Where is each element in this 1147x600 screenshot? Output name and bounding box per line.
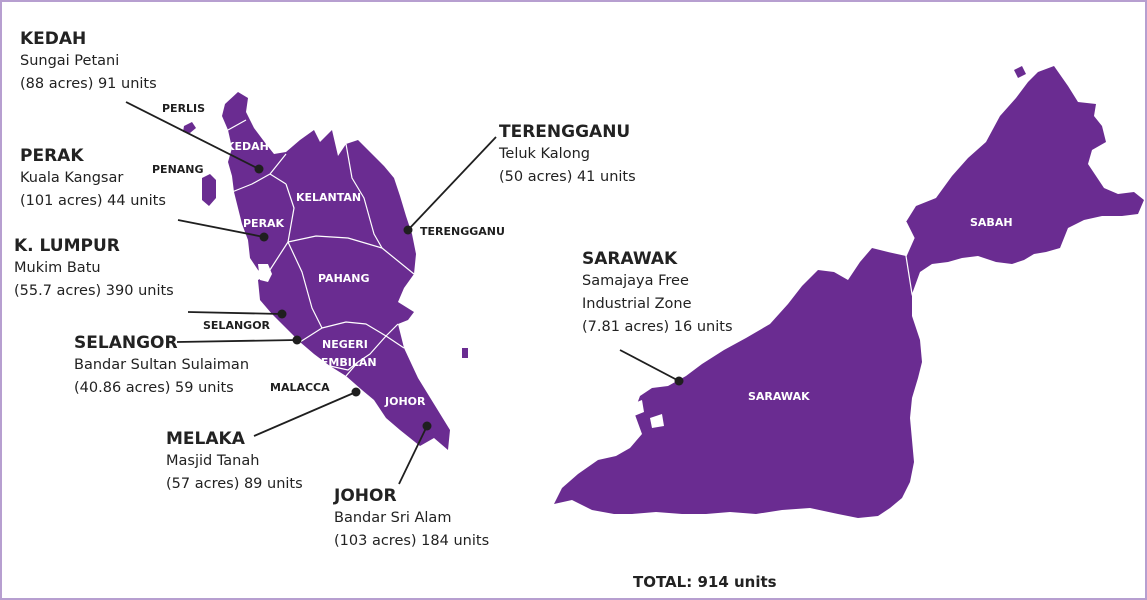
label-perak: PERAK xyxy=(243,217,285,230)
lumut-inlet xyxy=(258,264,272,282)
border-negeri-johor xyxy=(357,335,405,363)
label-sarawak: SARAWAK xyxy=(748,390,810,403)
callout-state: MELAKA xyxy=(166,429,245,449)
leader-perak xyxy=(177,219,265,238)
leader-johor xyxy=(398,425,428,485)
border-malacca-johor xyxy=(345,361,359,377)
callout-location: Sungai Petani xyxy=(20,53,120,69)
callout-state: SELANGOR xyxy=(74,333,178,353)
border-perak-selangor xyxy=(265,241,289,277)
callout-details: (40.86 acres) 59 units xyxy=(74,380,234,396)
callout-kedah: KEDAH Sungai Petani (88 acres) 91 units xyxy=(20,28,157,96)
callout-selangor: SELANGOR Bandar Sultan Sulaiman (40.86 a… xyxy=(74,332,249,400)
border-kelantan-pahang xyxy=(287,235,383,249)
pin-k-lumpur xyxy=(277,309,287,319)
border-kedah-perak xyxy=(231,153,287,193)
border-perlis-kedah xyxy=(227,119,247,131)
border-kedah-kelantan xyxy=(269,173,287,185)
callout-details: (7.81 acres) 16 units xyxy=(582,319,733,335)
callout-sarawak: SARAWAK Samajaya Free Industrial Zone (7… xyxy=(582,248,733,339)
penang-island xyxy=(202,174,216,206)
callout-details: (57 acres) 89 units xyxy=(166,476,303,492)
pin-sarawak xyxy=(674,376,684,386)
callout-location: Kuala Kangsar xyxy=(20,170,124,186)
callout-details: (55.7 acres) 390 units xyxy=(14,283,174,299)
callout-location: Mukim Batu xyxy=(14,260,101,276)
callout-k-lumpur: K. LUMPUR Mukim Batu (55.7 acres) 390 un… xyxy=(14,235,174,303)
label-malacca: MALACCA xyxy=(270,381,330,394)
border-perak-kelantan xyxy=(285,183,295,243)
kuching-inlet-2 xyxy=(650,414,664,428)
leader-kedah xyxy=(125,101,260,170)
callout-state: JOHOR xyxy=(334,486,397,506)
callout-details: (88 acres) 91 units xyxy=(20,76,157,92)
kapas-islet xyxy=(462,348,468,358)
label-kelantan: KELANTAN xyxy=(296,191,361,204)
peninsular-malaysia xyxy=(183,92,450,450)
east-malaysia xyxy=(462,66,1144,518)
leader-selangor xyxy=(176,339,298,343)
callout-state: TERENGGANU xyxy=(499,122,631,142)
label-terengganu: TERENGGANU xyxy=(420,225,505,238)
pin-kedah xyxy=(254,164,264,174)
callout-details: (103 acres) 184 units xyxy=(334,533,490,549)
border-terengganu-pahang xyxy=(381,247,415,275)
callout-state: K. LUMPUR xyxy=(14,236,120,256)
label-johor: JOHOR xyxy=(384,395,426,408)
border-negeri-malacca xyxy=(329,361,359,371)
leader-k-lumpur xyxy=(187,311,283,315)
label-negeri-line1: NEGERI xyxy=(322,338,368,351)
border-selangor-negeri xyxy=(299,327,323,343)
label-negeri-line2: SEMBILAN xyxy=(313,356,377,369)
callout-location: Bandar Sri Alam xyxy=(334,510,452,526)
border-selangor-pahang xyxy=(287,241,323,329)
border-kelantan-terengganu xyxy=(345,143,383,249)
leader-sarawak xyxy=(619,349,680,382)
borneo-landmass xyxy=(554,66,1144,518)
site-pins xyxy=(254,164,684,431)
callout-melaka: MELAKA Masjid Tanah (57 acres) 89 units xyxy=(166,428,303,496)
label-selangor: SELANGOR xyxy=(203,319,271,332)
callout-state: KEDAH xyxy=(20,29,87,49)
pin-johor xyxy=(422,421,432,431)
callout-johor: JOHOR Bandar Sri Alam (103 acres) 184 un… xyxy=(334,485,489,553)
langkawi-island xyxy=(183,122,196,133)
total-units: TOTAL: 914 units xyxy=(633,573,777,591)
peninsula-landmass xyxy=(222,92,450,450)
leader-lines xyxy=(125,101,680,485)
pin-selangor xyxy=(292,335,302,345)
callout-location: Samajaya Free Industrial Zone xyxy=(582,273,692,312)
banggi-island xyxy=(1014,66,1026,78)
callout-details: (101 acres) 44 units xyxy=(20,193,166,209)
leader-melaka xyxy=(253,391,357,437)
callout-perak: PERAK Kuala Kangsar (101 acres) 44 units xyxy=(20,145,166,213)
callout-location: Bandar Sultan Sulaiman xyxy=(74,357,250,373)
callout-location: Teluk Kalong xyxy=(499,146,590,162)
label-kedah: KEDAH xyxy=(226,140,269,153)
pin-perak xyxy=(259,232,269,242)
label-perlis: PERLIS xyxy=(162,102,205,115)
callout-location: Masjid Tanah xyxy=(166,453,260,469)
callout-details: (50 acres) 41 units xyxy=(499,169,636,185)
pin-terengganu xyxy=(403,225,413,235)
leader-terengganu xyxy=(407,136,497,231)
kuching-inlet-1 xyxy=(632,400,644,416)
map-labels: PERLIS PENANG KEDAH PERAK KELANTAN TEREN… xyxy=(152,102,1013,408)
border-pahang-johor xyxy=(385,323,399,337)
callout-state: SARAWAK xyxy=(582,249,678,269)
border-negeri-pahang xyxy=(321,321,387,337)
label-pahang: PAHANG xyxy=(318,272,370,285)
pin-melaka xyxy=(351,387,361,397)
label-penang: PENANG xyxy=(152,163,204,176)
border-sarawak-sabah xyxy=(905,221,921,323)
callout-terengganu: TERENGGANU Teluk Kalong (50 acres) 41 un… xyxy=(499,121,636,189)
label-sabah: SABAH xyxy=(970,216,1013,229)
callout-state: PERAK xyxy=(20,146,84,166)
